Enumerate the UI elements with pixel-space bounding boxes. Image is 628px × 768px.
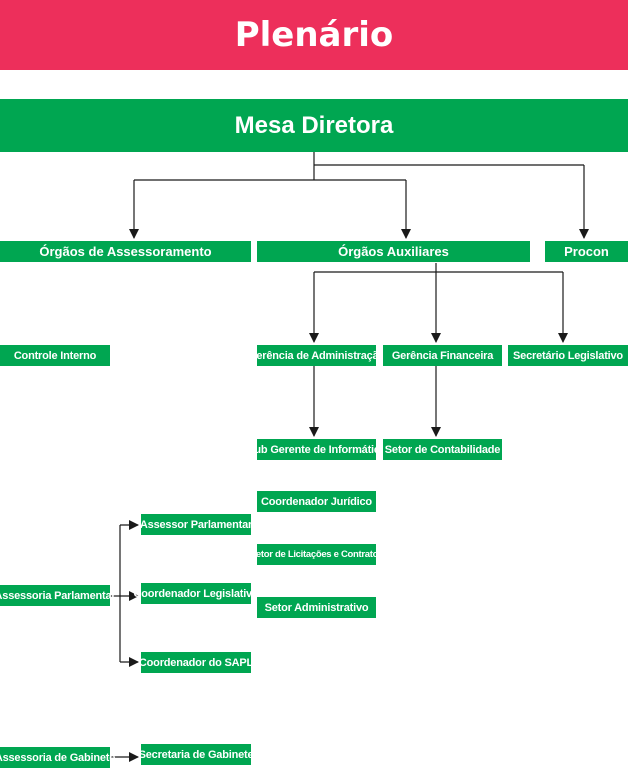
assessoria-gabinete-box: Assessoria de Gabinete: [0, 747, 115, 768]
coordenador-juridico-box: Coordenador Jurídico: [257, 491, 376, 512]
coordenador-sapl-box: Coordenador do SAPL: [139, 652, 253, 673]
orgaos-assessoramento-box: Órgãos de Assessoramento: [0, 241, 251, 262]
controle-interno-box: Controle Interno: [0, 345, 110, 366]
assessoria-parlamentar-box: Assessoria Parlamentar: [0, 585, 116, 606]
setor-licitacoes-box: Setor de Licitações e Contratos: [250, 544, 383, 565]
gerencia-financeira-box: Gerência Financeira: [383, 345, 502, 366]
plenario-banner: Plenário: [0, 0, 628, 70]
mesa-diretora-box: Mesa Diretora: [0, 99, 628, 152]
setor-administrativo-box: Setor Administrativo: [257, 597, 376, 618]
assessor-parlamentar-box: Assessor Parlamentar: [140, 514, 252, 535]
setor-contabilidade-box: Setor de Contabilidade: [383, 439, 502, 460]
gerencia-administracao-box: Gerência de Administração: [248, 345, 385, 366]
orgaos-auxiliares-box: Órgãos Auxiliares: [257, 241, 530, 262]
secretaria-gabinete-box: Secretaria de Gabinete: [139, 744, 254, 765]
sub-gerente-informatica-box: Sub Gerente de Informática: [247, 439, 386, 460]
procon-box: Procon: [545, 241, 628, 262]
coordenador-legislativo-box: Coordenador Legislativo: [134, 583, 259, 604]
secretario-legislativo-box: Secretário Legislativo: [508, 345, 628, 366]
